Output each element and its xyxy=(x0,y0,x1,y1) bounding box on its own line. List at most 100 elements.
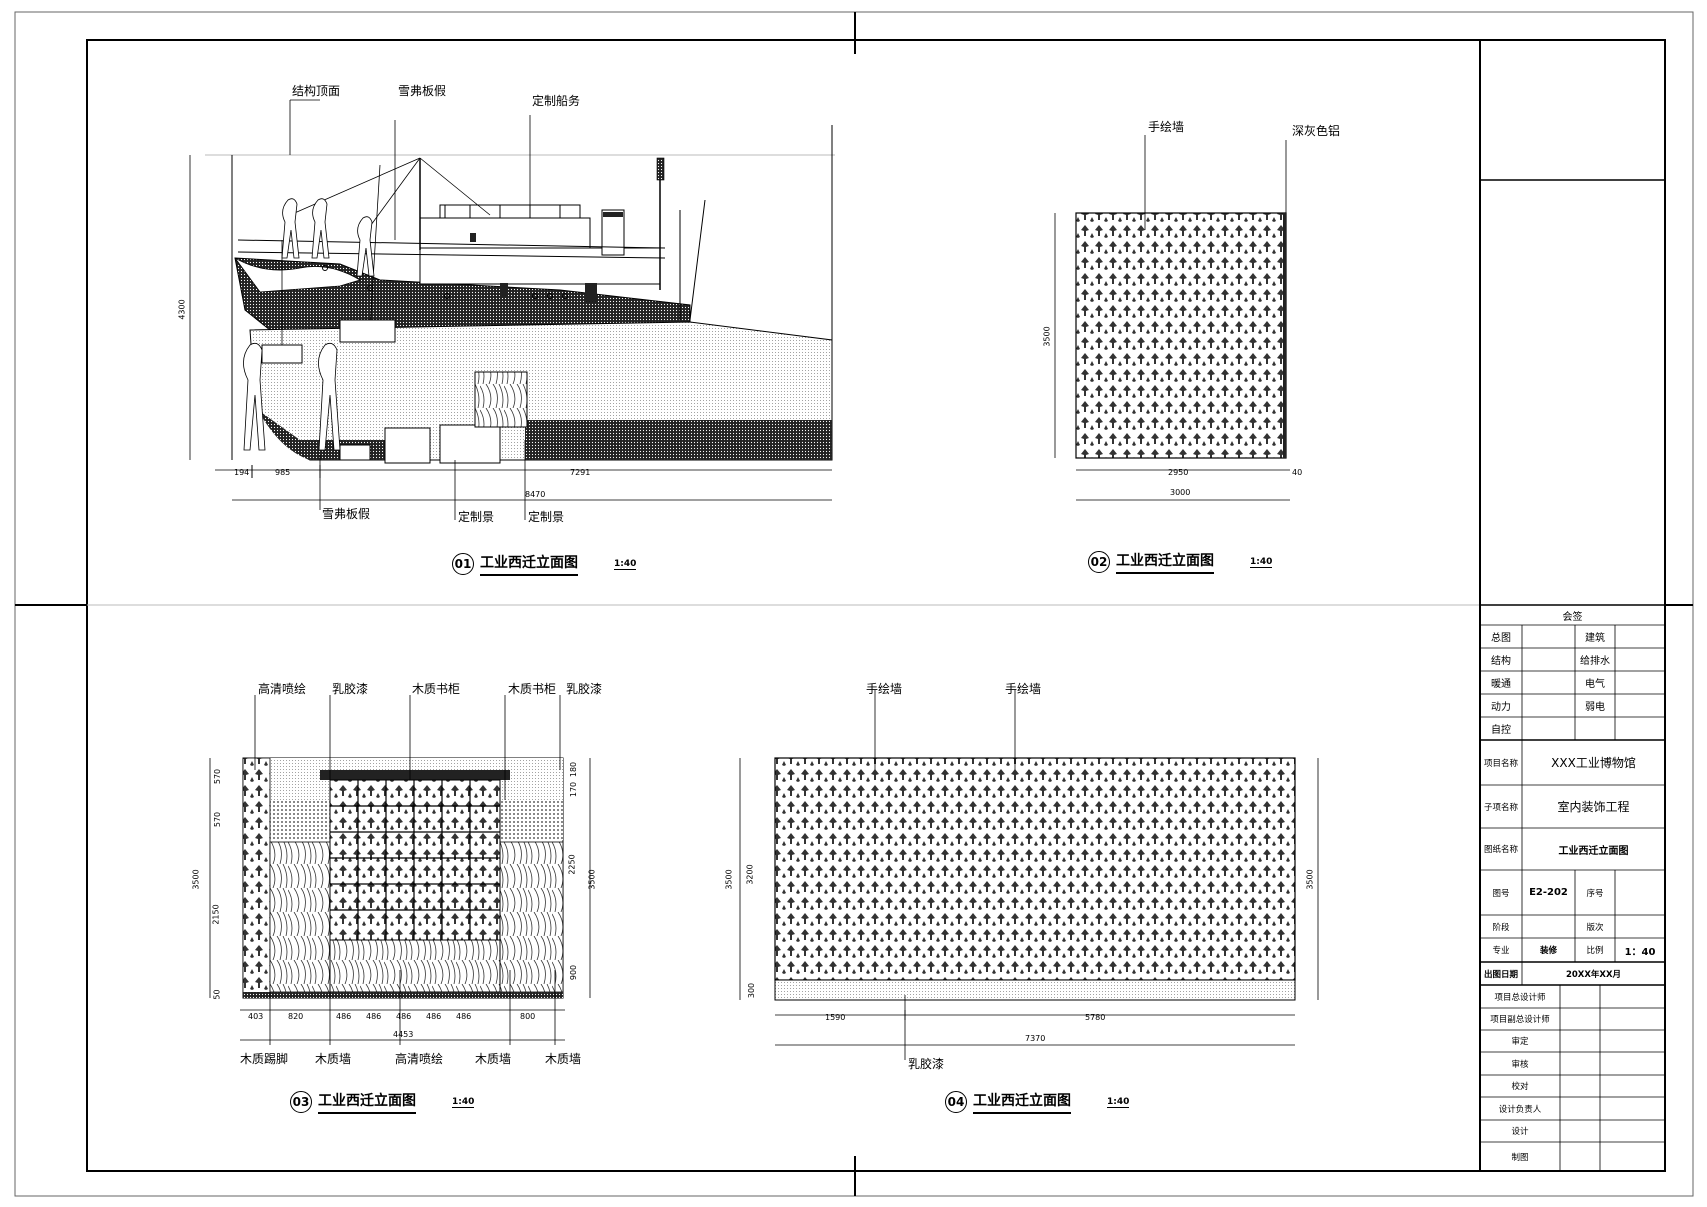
label-dark-grey-aluminum: 深灰色铝 xyxy=(1292,124,1341,138)
dim-width: 403 xyxy=(248,1012,264,1021)
dim-width: 800 xyxy=(520,1012,536,1021)
label-foam-board-top: 雪弗板假 xyxy=(398,84,447,98)
dim-segment: 985 xyxy=(275,468,291,477)
dim-height: 170 xyxy=(569,781,579,798)
label-wood-bookcase: 木质书柜 xyxy=(508,682,557,696)
label-wood-wall: 木质墙 xyxy=(475,1052,512,1066)
label-foam-board-bottom: 雪弗板假 xyxy=(322,507,371,521)
sign-row-label: 弱电 xyxy=(1585,702,1605,713)
staff-role: 项目副总设计师 xyxy=(1490,1015,1550,1025)
dim-width: 40 xyxy=(1292,468,1303,477)
date-value: 20XX年XX月 xyxy=(1565,969,1622,980)
staff-role: 设计负责人 xyxy=(1498,1104,1542,1115)
sign-row-label: 建筑 xyxy=(1585,633,1605,644)
drawing-no-label: 图号 xyxy=(1492,888,1510,899)
countersign-header: 会签 xyxy=(1562,611,1583,623)
view-name: 工业西迁立面图 xyxy=(1116,550,1214,574)
view3-bookcase-elevation xyxy=(209,695,591,1045)
dim-width: 5780 xyxy=(1085,1013,1106,1022)
dim-width: 486 xyxy=(396,1012,412,1021)
dim-height: 900 xyxy=(569,964,579,981)
view-number: 03 xyxy=(290,1091,312,1113)
sign-row-label: 电气 xyxy=(1585,679,1605,690)
sub-name: 室内装饰工程 xyxy=(1557,800,1630,814)
dim-total: 4453 xyxy=(393,1030,414,1039)
seq-label: 序号 xyxy=(1586,888,1604,899)
view-scale: 1:40 xyxy=(614,558,637,570)
label-structure-ceiling: 结构顶面 xyxy=(292,84,341,98)
discipline-label: 专业 xyxy=(1492,946,1510,956)
label-wood-wall: 木质墙 xyxy=(545,1052,582,1066)
title-block-grid xyxy=(1480,624,1665,1171)
dim-height: 180 xyxy=(569,761,579,778)
view-title-04: 04 工业西迁立面图 1:40 xyxy=(945,1090,1130,1114)
dim-width: 1590 xyxy=(825,1013,846,1022)
label-wood-skirting: 木质踢脚 xyxy=(240,1052,289,1066)
dim-height: 3500 xyxy=(1042,326,1052,347)
staff-role: 审核 xyxy=(1511,1059,1529,1070)
stage-label: 阶段 xyxy=(1492,922,1510,933)
date-label: 出图日期 xyxy=(1483,969,1518,980)
dim-segment: 7291 xyxy=(570,468,591,477)
view-scale: 1:40 xyxy=(452,1096,475,1108)
label-custom-scene-2: 定制景 xyxy=(528,510,565,524)
label-custom-scene-1: 定制景 xyxy=(458,510,495,524)
view-scale: 1:40 xyxy=(1250,556,1273,568)
dim-width: 820 xyxy=(288,1012,304,1021)
drawing-name-label: 图纸名称 xyxy=(1483,845,1518,855)
dim-total: 7370 xyxy=(1025,1034,1046,1043)
dim-total: 8470 xyxy=(525,490,546,499)
dim-total: 3000 xyxy=(1170,488,1191,497)
dim-width: 2950 xyxy=(1168,468,1189,477)
view2-wall-elevation xyxy=(1054,135,1290,501)
sign-row-label: 给排水 xyxy=(1580,656,1610,667)
staff-role: 设计 xyxy=(1511,1127,1529,1137)
label-wood-wall: 木质墙 xyxy=(315,1052,352,1066)
drawing-no: E2-202 xyxy=(1529,887,1568,898)
sign-row-label: 结构 xyxy=(1491,656,1511,667)
dim-height: 4300 xyxy=(177,299,187,320)
view-scale: 1:40 xyxy=(1107,1096,1130,1108)
dim-height: 3200 xyxy=(745,864,755,885)
drawing-name: 工业西迁立面图 xyxy=(1558,845,1629,857)
dim-width: 486 xyxy=(456,1012,472,1021)
scale-label: 比例 xyxy=(1586,946,1604,956)
dim-width: 486 xyxy=(366,1012,382,1021)
scale-value: 1：40 xyxy=(1624,946,1656,958)
label-hd-print: 高清喷绘 xyxy=(395,1052,444,1066)
view-name: 工业西迁立面图 xyxy=(480,552,578,576)
sub-name-label: 子项名称 xyxy=(1483,802,1518,813)
staff-role: 项目总设计师 xyxy=(1494,992,1546,1003)
dim-total-height: 3500 xyxy=(191,869,201,890)
project-name-label: 项目名称 xyxy=(1483,758,1518,769)
dim-width: 486 xyxy=(336,1012,352,1021)
view-name: 工业西迁立面图 xyxy=(318,1090,416,1114)
sign-row-label: 暖通 xyxy=(1491,679,1511,690)
sign-row-label: 总图 xyxy=(1491,633,1511,644)
view1-ship-elevation xyxy=(189,99,835,520)
dim-height: 300 xyxy=(747,982,757,999)
view4-wall-elevation xyxy=(739,690,1319,1060)
version-label: 版次 xyxy=(1586,922,1604,933)
discipline: 装修 xyxy=(1539,946,1557,956)
dim-height: 2250 xyxy=(567,854,577,875)
view-number: 01 xyxy=(452,553,474,575)
label-painted-wall: 手绘墙 xyxy=(1148,120,1185,134)
view-title-02: 02 工业西迁立面图 1:40 xyxy=(1088,550,1273,574)
label-wood-bookcase: 木质书柜 xyxy=(412,682,461,696)
dim-total-height: 3500 xyxy=(1305,869,1315,890)
dim-height: 2150 xyxy=(211,904,221,925)
sign-row-label: 动力 xyxy=(1491,702,1511,713)
sign-row-label: 自控 xyxy=(1491,725,1511,736)
staff-role: 审定 xyxy=(1511,1037,1529,1047)
project-name: XXX工业博物馆 xyxy=(1551,756,1636,770)
label-painted-wall: 手绘墙 xyxy=(1005,682,1042,696)
view-title-01: 01 工业西迁立面图 1:40 xyxy=(452,552,637,576)
label-latex-paint: 乳胶漆 xyxy=(566,682,603,696)
dim-total-height: 3500 xyxy=(587,869,597,890)
view-number: 02 xyxy=(1088,551,1110,573)
dim-total-height: 3500 xyxy=(724,869,734,890)
label-latex-paint: 乳胶漆 xyxy=(332,682,369,696)
label-hd-print: 高清喷绘 xyxy=(258,682,307,696)
